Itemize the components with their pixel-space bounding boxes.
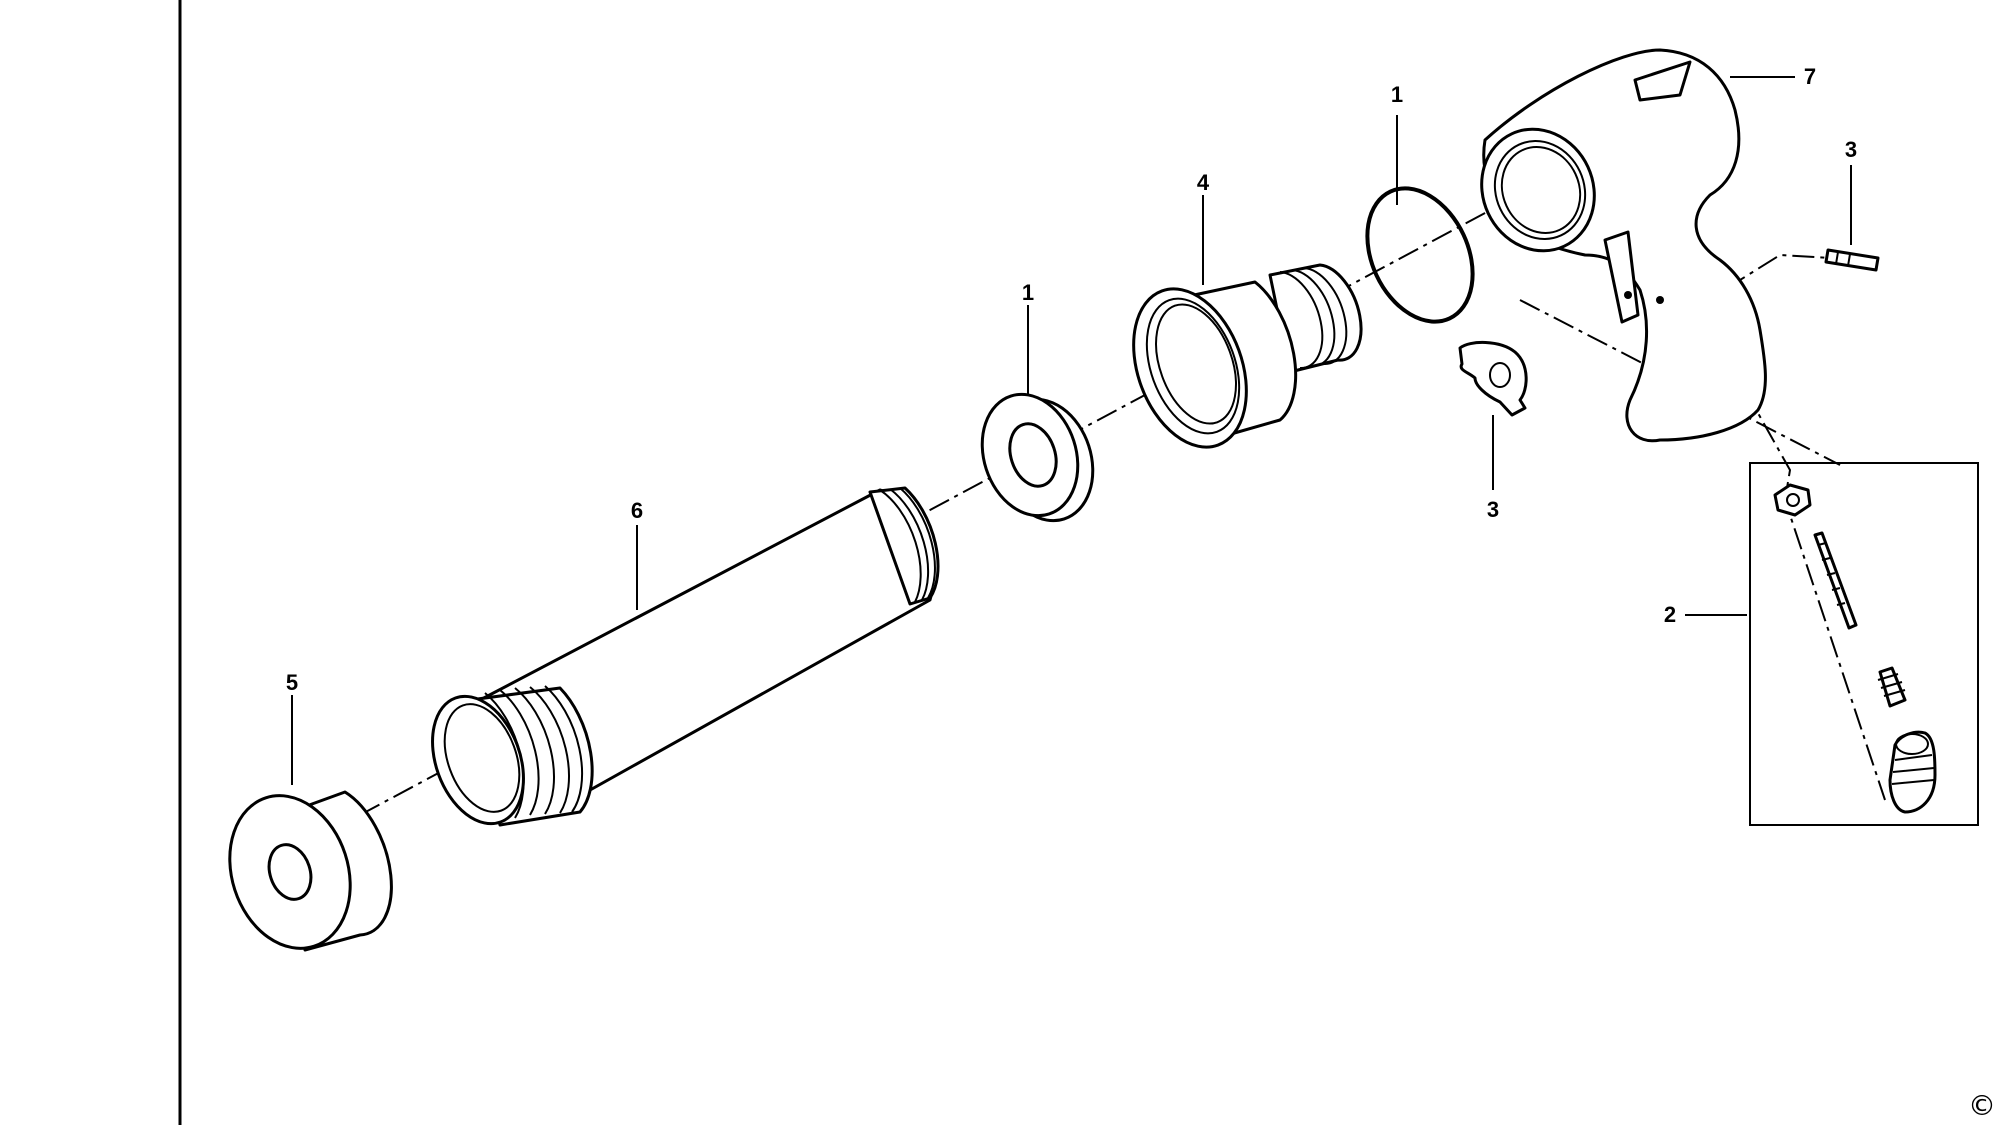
part-6-threaded-tube <box>431 486 940 827</box>
callout-5: 5 <box>286 670 298 695</box>
part-5-end-cap <box>228 790 393 952</box>
callout-3-left: 3 <box>1487 497 1499 522</box>
callout-1-upper: 1 <box>1391 82 1403 107</box>
part-3-pin <box>1824 248 1880 272</box>
part-2-valve-insert <box>1773 483 1937 814</box>
callout-2: 2 <box>1664 602 1676 627</box>
callout-1-lower: 1 <box>1022 280 1034 305</box>
part-1-o-ring <box>1365 186 1475 324</box>
callout-4: 4 <box>1197 170 1210 195</box>
part-3-trigger <box>1458 341 1528 417</box>
part-7-housing <box>1480 48 1767 443</box>
part-1-washer <box>980 392 1095 523</box>
part-4-adapter <box>1132 263 1363 449</box>
callout-7: 7 <box>1804 64 1816 89</box>
insert-axis <box>1744 389 1886 801</box>
part-2-inset-frame <box>1749 462 1979 826</box>
copyright-mark: © <box>1968 1089 1996 1122</box>
callout-3-right: 3 <box>1845 137 1857 162</box>
callout-6: 6 <box>631 498 643 523</box>
